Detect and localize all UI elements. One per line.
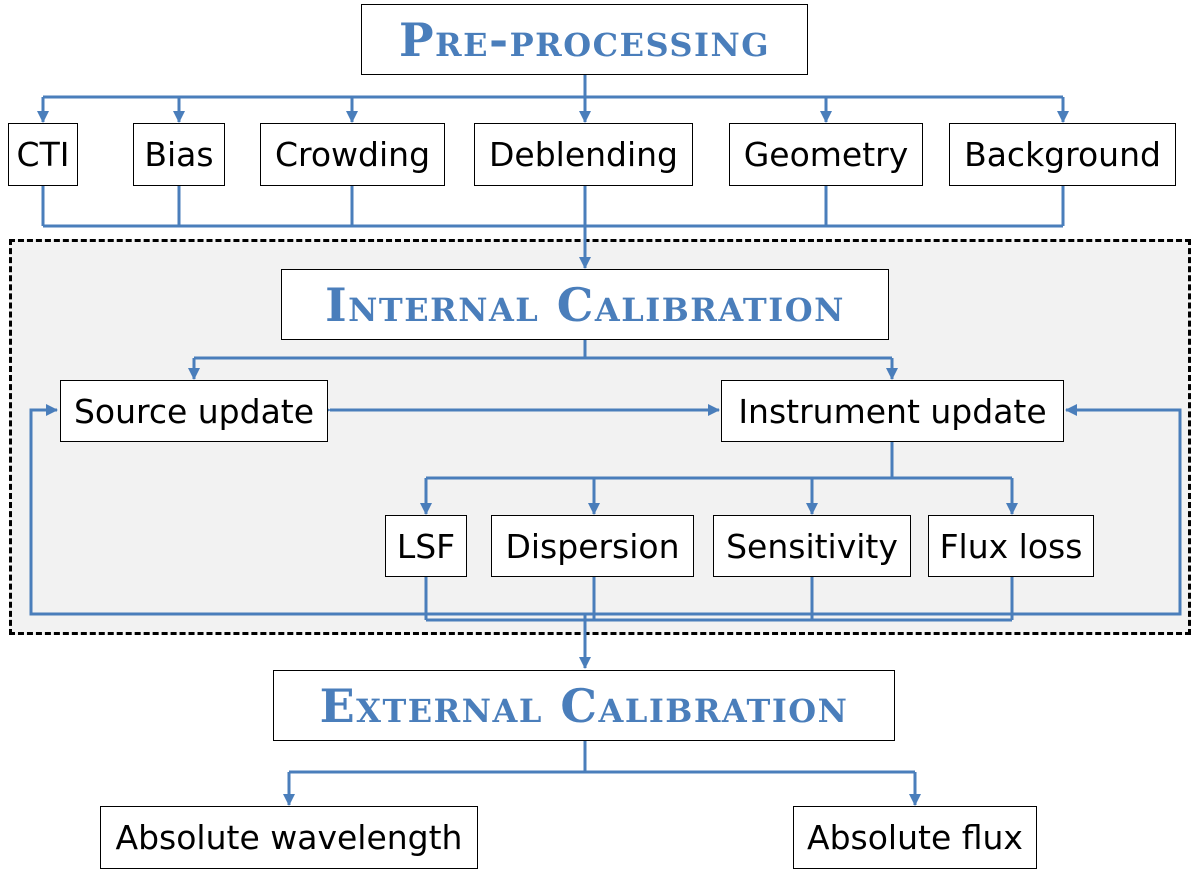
deblending-label: Deblending — [488, 135, 679, 174]
dispersion-label: Dispersion — [505, 526, 680, 566]
instrument-update-label: Instrument update — [738, 391, 1047, 431]
internal-calibration-title: Internal Calibration — [325, 277, 845, 332]
dispersion-node: Dispersion — [491, 515, 694, 577]
geometry-node: Geometry — [729, 123, 923, 186]
bias-node: Bias — [133, 123, 225, 186]
cti-label: CTI — [16, 135, 70, 174]
flux-loss-label: Flux loss — [939, 526, 1083, 566]
absolute-wavelength-node: Absolute wavelength — [100, 806, 478, 869]
internal-calibration-node: Internal Calibration — [281, 269, 889, 340]
absolute-wavelength-label: Absolute wavelength — [115, 818, 463, 857]
geometry-label: Geometry — [743, 135, 909, 174]
source-update-label: Source update — [73, 391, 315, 431]
bias-label: Bias — [144, 135, 214, 174]
background-node: Background — [949, 123, 1176, 186]
flux-loss-node: Flux loss — [928, 515, 1094, 577]
external-calibration-node: External Calibration — [273, 670, 895, 741]
crowding-node: Crowding — [260, 123, 445, 186]
pre-processing-title: Pre-processing — [398, 12, 771, 67]
crowding-label: Crowding — [274, 135, 431, 174]
absolute-flux-label: Absolute flux — [807, 818, 1023, 857]
lsf-node: LSF — [385, 515, 467, 577]
deblending-node: Deblending — [474, 123, 693, 186]
lsf-label: LSF — [396, 526, 456, 566]
source-update-node: Source update — [60, 380, 328, 442]
cti-node: CTI — [8, 123, 78, 186]
external-calibration-title: External Calibration — [319, 678, 849, 733]
instrument-update-node: Instrument update — [721, 380, 1064, 442]
sensitivity-node: Sensitivity — [713, 515, 911, 577]
absolute-flux-node: Absolute flux — [793, 806, 1037, 869]
sensitivity-label: Sensitivity — [726, 526, 898, 566]
background-label: Background — [964, 135, 1161, 174]
pre-processing-node: Pre-processing — [361, 4, 808, 75]
